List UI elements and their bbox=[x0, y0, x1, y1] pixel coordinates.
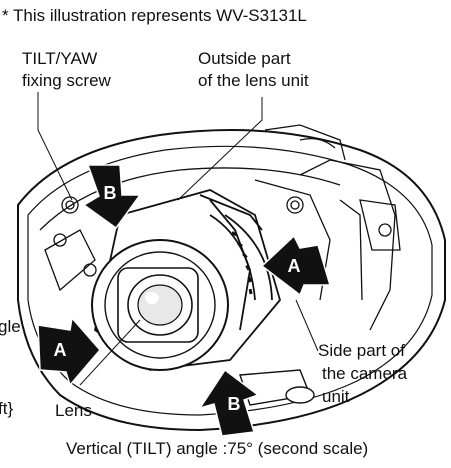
illustration-note: * This illustration represents WV-S3131L bbox=[2, 6, 307, 25]
clipped-text-left-1: gle bbox=[0, 317, 21, 336]
side-camera-label-line1: Side part of bbox=[318, 341, 405, 360]
lens-label: Lens bbox=[55, 401, 92, 420]
inner-frame bbox=[39, 124, 401, 331]
arrow-b-top bbox=[82, 164, 142, 230]
clipped-text-left-2: ft} bbox=[0, 399, 14, 418]
outside-lens-label-line2: of the lens unit bbox=[198, 71, 309, 90]
arrow-a-right bbox=[260, 234, 332, 297]
arrow-a-left-letter: A bbox=[54, 340, 67, 360]
scale-ticks bbox=[231, 231, 253, 295]
arrow-b-bottom bbox=[198, 368, 260, 437]
side-camera-label-line2: the camera bbox=[322, 364, 408, 383]
arrow-b-bottom-letter: B bbox=[228, 394, 241, 414]
tilt-yaw-label-line2: fixing screw bbox=[22, 71, 111, 90]
tilt-yaw-label-line1: TILT/YAW bbox=[22, 49, 98, 68]
arrow-a-left bbox=[37, 316, 101, 387]
leader-lines bbox=[37, 92, 319, 386]
arrow-a-right-letter: A bbox=[288, 256, 301, 276]
outside-lens-label-line1: Outside part bbox=[198, 49, 291, 68]
angle-caption: Vertical (TILT) angle :75° (second scale… bbox=[66, 439, 369, 458]
lens-ring bbox=[91, 239, 229, 371]
side-camera-label-line3: unit bbox=[322, 387, 350, 406]
arrow-b-top-letter: B bbox=[104, 183, 117, 203]
